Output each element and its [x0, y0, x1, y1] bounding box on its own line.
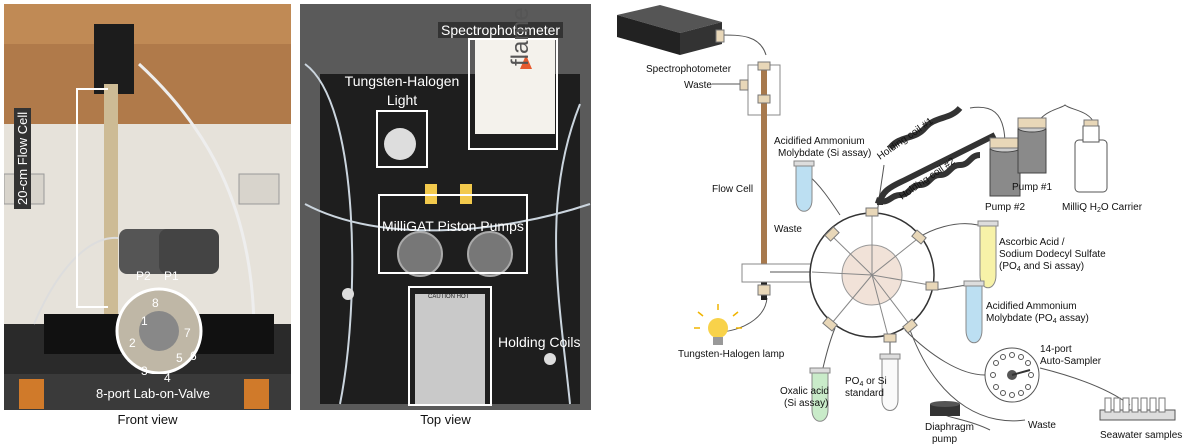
autosampler-label-line2: Auto-Sampler	[1040, 356, 1102, 367]
lamp-icon	[694, 304, 742, 345]
port-number-6: 6	[190, 349, 197, 363]
seawater-tray-icon	[1099, 397, 1176, 421]
spectrophotometer-icon	[617, 5, 725, 55]
spectrophotometer-label: Spectrophotometer	[646, 64, 732, 75]
port-number-2: 2	[129, 336, 136, 350]
light-highlight-box	[376, 110, 428, 168]
pump-p1-label: P1	[164, 269, 179, 283]
lab-on-valve-photo-label: 8-port Lab-on-Valve	[96, 386, 210, 401]
schematic-diagram: Spectrophotometer Waste Flow Cell Waste …	[617, 5, 1182, 445]
diaphragm-label-line2: pump	[932, 434, 957, 445]
pump-1-icon	[1017, 117, 1047, 174]
oxalic-label-line2: (Si assay)	[784, 398, 828, 409]
carrier-label: MilliQ H2O Carrier	[1062, 202, 1143, 214]
molybdate-si-label-line1: Acidified Ammonium	[774, 136, 865, 147]
ascorbic-label-line1: Ascorbic Acid /	[999, 237, 1065, 248]
port-number-5: 5	[176, 351, 183, 365]
oxalic-tube-icon	[809, 367, 831, 422]
coils-highlight-box	[408, 286, 492, 406]
standard-label-line1: PO4 or Si	[845, 376, 887, 388]
waste-bottom-label: Waste	[1028, 420, 1056, 431]
flow-cell-photo-label: 20-cm Flow Cell	[14, 107, 31, 209]
caution-label: CAUTION HOT	[428, 294, 470, 300]
lamp-label: Tungsten-Halogen lamp	[678, 349, 785, 360]
autosampler-icon	[984, 347, 1040, 403]
pump-1-label: Pump #1	[1012, 182, 1052, 193]
ascorbic-label-line3: (PO4 and Si assay)	[999, 261, 1084, 273]
molybdate-po4-tube-icon	[963, 280, 985, 344]
spectrophotometer-highlight-box	[468, 38, 558, 150]
pumps-highlight-box	[378, 194, 528, 274]
lab-on-valve-icon	[809, 207, 939, 343]
molybdate-po4-label-line2: Molybdate (PO4 assay)	[986, 313, 1089, 325]
light-photo-label: Tungsten-Halogen Light	[344, 73, 460, 108]
molybdate-po4-label-line1: Acidified Ammonium	[986, 301, 1077, 312]
seawater-label: Seawater samples	[1100, 430, 1182, 441]
holding-coil-1-label: Holding coil #1	[875, 116, 935, 163]
ascorbic-label-line2: Sodium Dodecyl Sulfate	[999, 249, 1106, 260]
port-number-1: 1	[141, 314, 148, 328]
top-view-photo: Spectrophotometer flame Tungsten-Halogen…	[300, 4, 591, 410]
top-view-illustration	[300, 4, 591, 410]
port-number-4: 4	[164, 371, 171, 385]
pumps-photo-label: MilliGAT Piston Pumps	[382, 218, 524, 234]
pump-p2-label: P2	[136, 269, 151, 283]
molybdate-si-tube-icon	[793, 160, 815, 212]
oxalic-label-line1: Oxalic acid	[780, 386, 829, 397]
ascorbic-tube-icon	[977, 220, 999, 289]
diaphragm-label-line1: Diaphragm	[925, 422, 974, 433]
molybdate-si-label-line2: Molybdate (Si assay)	[778, 148, 871, 159]
flow-cell-highlight-box	[76, 88, 108, 308]
carrier-bottle-icon	[1074, 119, 1108, 193]
autosampler-label-line1: 14-port	[1040, 344, 1072, 355]
front-view-illustration	[4, 4, 291, 410]
spectrophotometer-photo-label: Spectrophotometer	[438, 22, 564, 38]
coils-photo-label: Holding Coils	[498, 334, 581, 350]
pump-2-label: Pump #2	[985, 202, 1025, 213]
port-number-3: 3	[141, 364, 148, 378]
port-number-7: 7	[184, 326, 191, 340]
standard-tube-icon	[879, 353, 901, 411]
diaphragm-pump-icon	[930, 401, 960, 416]
holding-coil-icon	[874, 105, 997, 206]
waste-left-label: Waste	[774, 224, 802, 235]
flame-logo-text: flame	[507, 7, 534, 66]
top-view-caption: Top view	[420, 412, 471, 427]
flow-cell-label: Flow Cell	[712, 184, 753, 195]
standard-label-line2: standard	[845, 388, 884, 399]
front-view-caption: Front view	[117, 412, 178, 427]
port-number-8: 8	[152, 296, 159, 310]
front-view-photo: 20-cm Flow Cell P2 P1 8 1 7 2 6 5 3 4 8-…	[4, 4, 291, 410]
waste-top-label: Waste	[684, 80, 712, 91]
